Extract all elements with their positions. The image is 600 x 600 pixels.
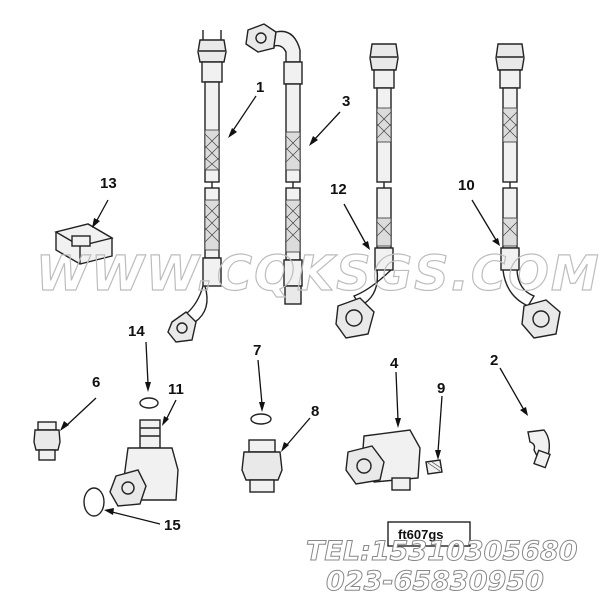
callout-12: 12 — [330, 181, 347, 198]
watermark: WWW.CQKSGS.COM — [36, 246, 600, 302]
bracket-block-13 — [54, 223, 114, 265]
o-ring-14 — [139, 397, 159, 409]
callout-15: 15 — [164, 517, 181, 534]
adapter-8 — [241, 439, 283, 493]
elbow-2 — [527, 429, 551, 469]
callout-1: 1 — [256, 79, 264, 96]
callout-8: 8 — [311, 403, 319, 420]
hose-assembly-1 — [167, 30, 227, 343]
callout-2: 2 — [490, 352, 498, 369]
callout-4: 4 — [390, 355, 399, 372]
tee-fitting-4 — [345, 429, 421, 491]
hose-assembly-10 — [495, 43, 561, 339]
callout-arrows — [60, 95, 528, 525]
callout-3: 3 — [342, 93, 350, 110]
o-ring-7 — [250, 413, 272, 425]
callout-6: 6 — [92, 374, 100, 391]
plug-9 — [425, 459, 443, 475]
o-ring-15 — [83, 487, 105, 517]
hose-assembly-3 — [245, 23, 303, 305]
callout-14: 14 — [128, 323, 145, 340]
contact-tel: TEL:15310305680 — [306, 536, 578, 567]
contact-phone: 023-65830950 — [326, 566, 544, 597]
fitting-6 — [33, 421, 61, 461]
callout-labels: 1 2 3 4 6 7 8 9 10 11 12 13 14 15 — [92, 79, 498, 534]
drawing-code-box: ft607gs — [387, 521, 471, 547]
callout-11: 11 — [168, 381, 184, 398]
hose-assembly-12 — [335, 43, 399, 339]
callout-9: 9 — [437, 380, 445, 397]
elbow-fitting-11 — [109, 419, 179, 507]
drawing-code: ft607gs — [398, 527, 444, 542]
callout-10: 10 — [458, 177, 475, 194]
callout-13: 13 — [100, 175, 117, 192]
callout-7: 7 — [253, 342, 261, 359]
